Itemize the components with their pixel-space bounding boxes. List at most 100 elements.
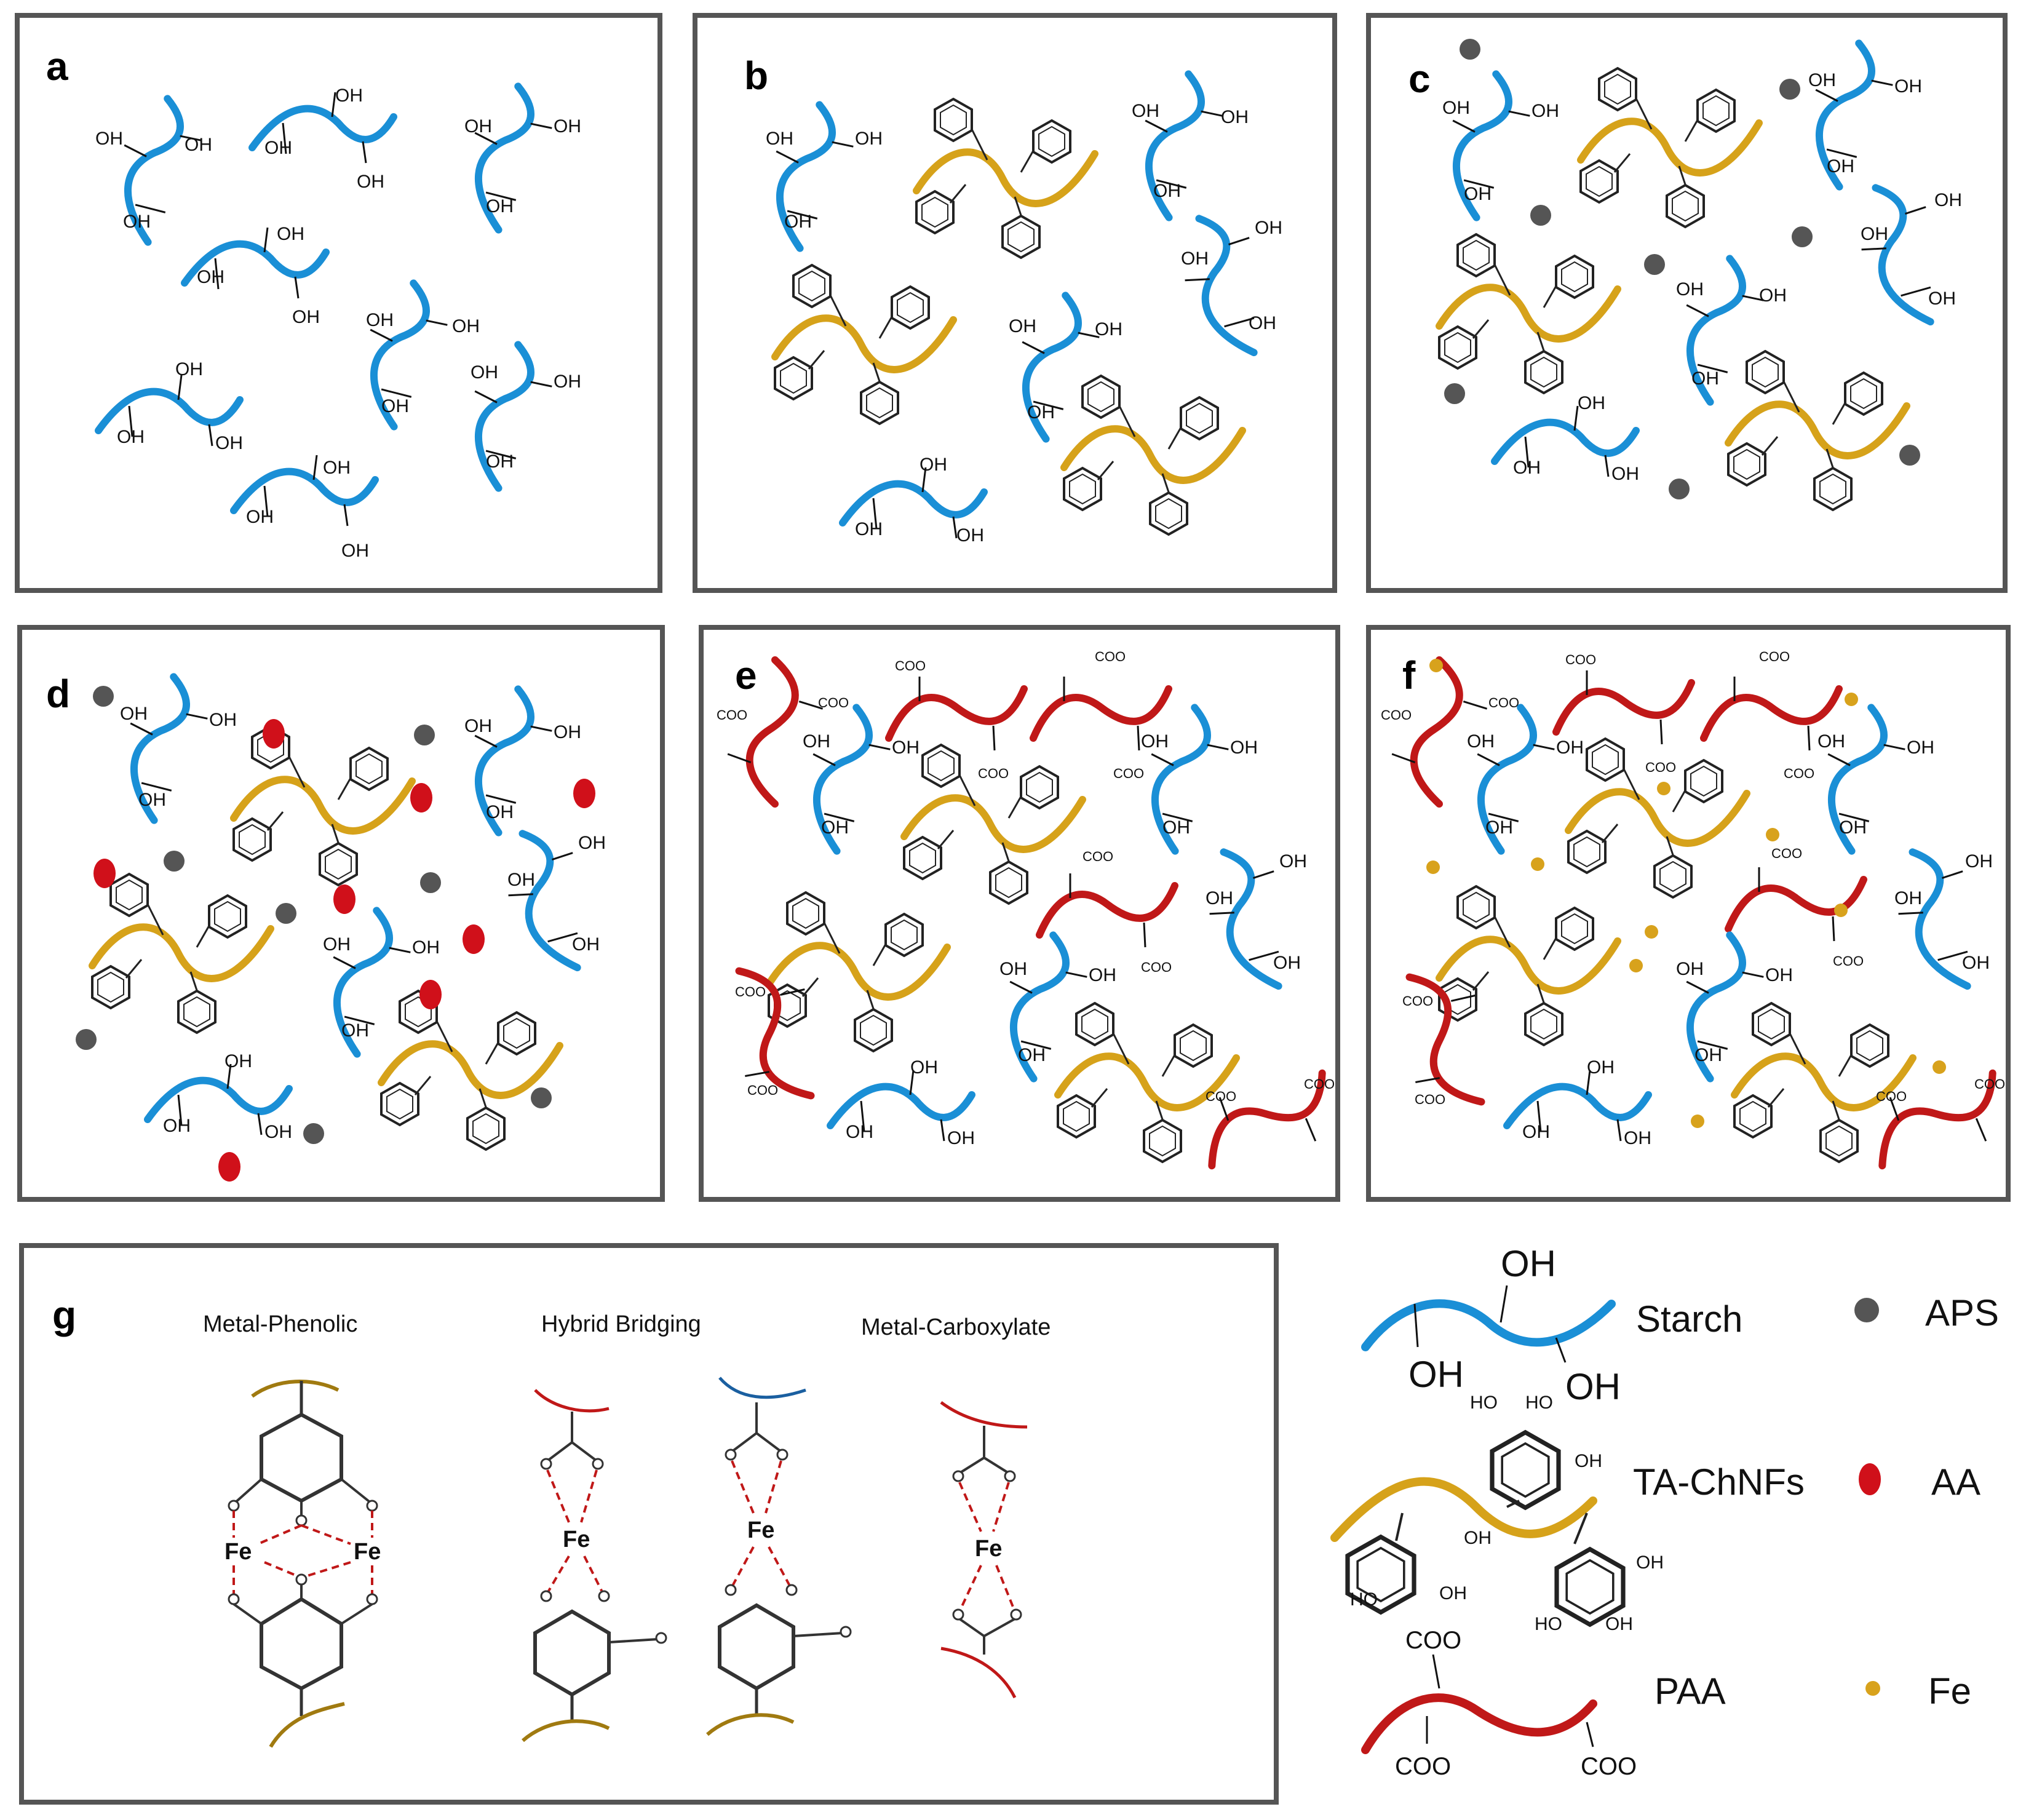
hydroxyl-label: OH [1153, 181, 1181, 201]
hydroxyl-label: OH [163, 1116, 191, 1136]
legend-ta-chnfs-swatch [1330, 1477, 1597, 1542]
paa-chain: COO COO [727, 960, 823, 1106]
panel-a-frame [15, 13, 662, 593]
legend-aps-swatch [1854, 1298, 1879, 1322]
starch-chain: OH OH OH [185, 224, 326, 327]
starch-chain: OH OH OH [1495, 393, 1639, 484]
metal-phenolic-diagram: Fe Fe [224, 1380, 381, 1748]
fe-label: Fe [224, 1539, 252, 1565]
paa-chain: COO COO [889, 658, 1024, 781]
hydroxyl-label: OH [1965, 851, 1993, 872]
starch-chain: OH OH OH [994, 287, 1122, 444]
carboxylate-label: COO [747, 1083, 778, 1098]
hydroxyl-label: OH [209, 710, 237, 730]
legend-ta-hydroxyl: OH [1636, 1552, 1664, 1573]
fe-label: Fe [354, 1539, 381, 1565]
hydroxyl-label: OH [855, 129, 883, 149]
hydroxyl-label: OH [554, 372, 581, 392]
starch-chain: OH OH OH [1424, 66, 1559, 223]
hydroxyl-label: OH [999, 959, 1027, 979]
starch-chain: OH OH OH [748, 97, 883, 253]
hydroxyl-label: OH [120, 704, 148, 724]
hydroxyl-label: OH [1467, 731, 1495, 752]
hydroxyl-label: OH [821, 817, 849, 838]
starch-chain: OH OH OH [447, 336, 581, 493]
hydroxyl-label: OH [1676, 959, 1704, 979]
starch-chain: OH OH OH [1117, 66, 1249, 223]
starch-chain: OH OH OH [830, 1057, 975, 1148]
legend-starch-oh: OH [1501, 1243, 1556, 1284]
panel-f-label: f [1402, 653, 1416, 697]
starch-chain: OH OH OH [234, 455, 375, 561]
starch-chain: OH OH OH [982, 927, 1116, 1084]
starch-chain: OH OH OH [1507, 1057, 1651, 1148]
legend-aa-swatch [1859, 1463, 1881, 1495]
hydroxyl-label: OH [1934, 190, 1962, 210]
hydroxyl-label: OH [264, 138, 292, 158]
legend-ta-hydroxyl: HO [1470, 1393, 1498, 1413]
legend-starch-oh: OH [1408, 1354, 1464, 1395]
starch-chain: OH OH OH [148, 1051, 292, 1142]
starch-chain: OH OH OH [1800, 699, 1934, 856]
carboxylate-label: COO [717, 707, 747, 723]
carboxylate-label: COO [1095, 649, 1126, 664]
hydroxyl-label: OH [1694, 1045, 1722, 1065]
carboxylate-label: COO [1402, 993, 1433, 1009]
hydroxyl-label: OH [197, 267, 224, 287]
carboxylate-label: COO [1206, 1089, 1236, 1104]
carboxylate-label: COO [1415, 1092, 1445, 1107]
hydroxyl-label: OH [1132, 101, 1159, 121]
hydroxyl-label: OH [185, 135, 212, 155]
starch-chain: OH OH OH [95, 90, 212, 247]
hydroxyl-label: OH [123, 212, 151, 232]
legend-paa-swatch [1361, 1693, 1597, 1754]
legend-paa-label: PAA [1655, 1671, 1726, 1712]
hydroxyl-label: OH [323, 934, 351, 955]
hydroxyl-label: OH [1556, 737, 1584, 758]
hydroxyl-label: OH [554, 722, 581, 742]
hydroxyl-label: OH [1255, 218, 1282, 238]
hydroxyl-label: OH [1009, 316, 1036, 336]
legend-aa: AA [1859, 1461, 1980, 1503]
hydroxyl-label: OH [471, 362, 498, 383]
hydroxyl-label: OH [486, 196, 514, 217]
hydroxyl-label: OH [855, 519, 883, 539]
starch-chain: OH OH OH [447, 78, 581, 235]
hydroxyl-label: OH [578, 833, 606, 853]
carboxylate-label: COO [1113, 766, 1144, 781]
hybrid-bridging-diagram: Fe [522, 1389, 667, 1743]
hydroxyl-label: OH [117, 427, 145, 447]
hydroxyl-label: OH [381, 396, 409, 416]
hydroxyl-label: OH [323, 458, 351, 478]
hydroxyl-label: OH [507, 870, 535, 890]
hydroxyl-label: OH [277, 224, 304, 244]
hydroxyl-label: OH [486, 802, 514, 822]
hydroxyl-label: OH [956, 525, 984, 546]
hydroxyl-label: OH [1249, 313, 1276, 333]
carboxylate-label: COO [818, 695, 849, 710]
starch-chain: OH OH OH [342, 275, 480, 432]
hydroxyl-label: OH [910, 1057, 938, 1078]
carboxylate-label: COO [1974, 1076, 2005, 1092]
legend-fe-label: Fe [1928, 1671, 1971, 1712]
hydroxyl-label: OH [357, 172, 384, 192]
legend-aa-label: AA [1931, 1461, 1980, 1503]
hydroxyl-label: OH [464, 716, 492, 736]
panel-e: e COO COO COO COO COO COO OH OH OH OH OH… [699, 625, 1343, 1202]
panel-e-label: e [735, 653, 757, 697]
hydroxyl-label: OH [1765, 965, 1793, 985]
carboxylate-label: COO [1565, 652, 1596, 667]
hydroxyl-label: OH [1513, 458, 1541, 478]
hydroxyl-label: OH [292, 307, 320, 327]
starch-chain: OH OH OH [1658, 927, 1793, 1084]
metal-carboxylate-diagram: Fe [940, 1401, 1028, 1699]
hydroxyl-label: OH [1279, 851, 1307, 872]
hydroxyl-label: OH [1221, 107, 1249, 127]
hydroxyl-label: OH [1611, 464, 1639, 484]
starch-chain: OH OH OH [1449, 699, 1584, 856]
hydroxyl-label: OH [846, 1122, 873, 1142]
hydroxyl-label: OH [572, 934, 600, 955]
hydroxyl-label: OH [1894, 888, 1922, 908]
panel-b: b OH OH OH OH OH OH OH OH OH OH OH OH [693, 13, 1337, 593]
